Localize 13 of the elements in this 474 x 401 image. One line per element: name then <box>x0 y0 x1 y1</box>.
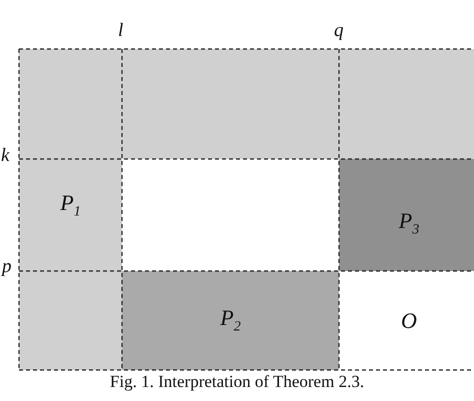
region-label: P$_{1}$ <box>60 190 81 220</box>
region-label: O <box>401 308 417 334</box>
axis-letter: p <box>2 256 12 278</box>
axis-letter: k <box>1 145 10 167</box>
region-label: P$_{3}$ <box>398 208 420 238</box>
figure-caption: Fig. 1. Interpretation of Theorem 2.3. <box>108 372 366 392</box>
region-cell <box>339 159 474 271</box>
region-label: P$_{2}$ <box>220 305 241 336</box>
axis-letter: l <box>118 20 124 42</box>
region-cell <box>339 271 474 370</box>
region-cell <box>122 271 339 370</box>
region-cell <box>122 159 339 271</box>
axis-letter: q <box>334 20 344 42</box>
